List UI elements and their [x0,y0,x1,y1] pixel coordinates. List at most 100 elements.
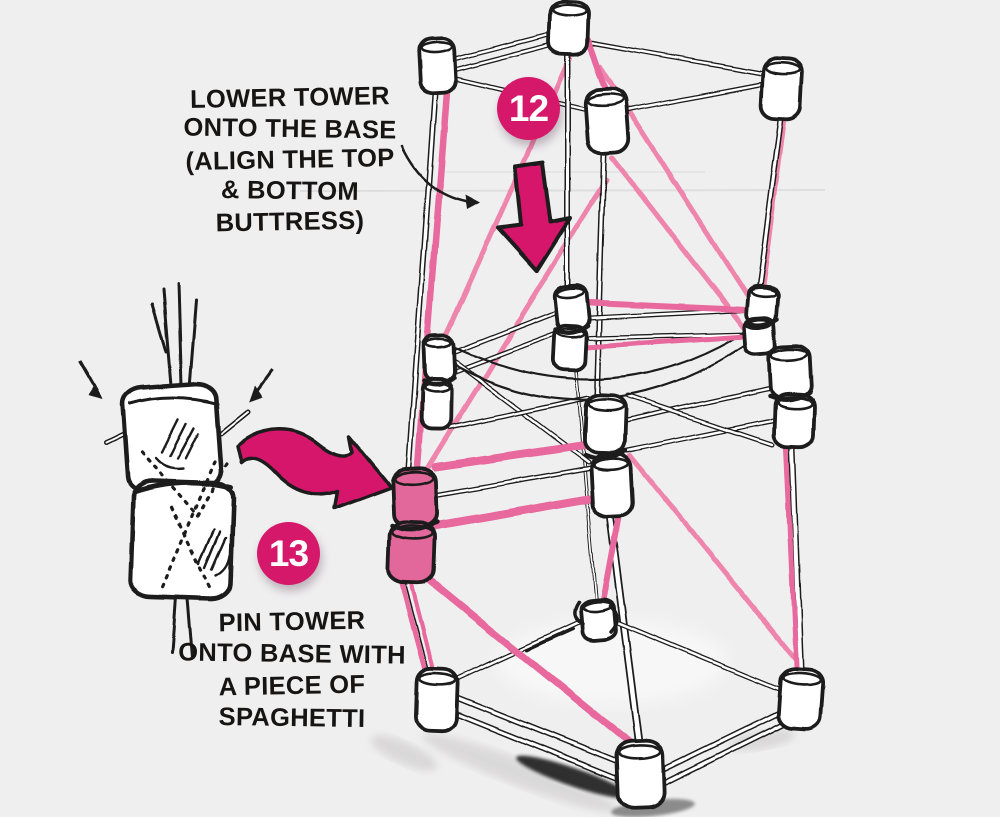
marshmallow-rim [393,471,436,487]
curved-right-arrow-icon [236,427,393,510]
marshmallow [582,392,628,456]
marshmallow [583,86,631,156]
small-black-arrow-icon [249,369,274,402]
marshmallow [589,451,635,519]
spaghetti-stick-core [450,42,558,73]
marshmallow [759,56,805,122]
label-line: ONTO THE BASE [183,113,397,145]
spaghetti-stick-core [661,710,784,772]
pinned-marshmallow [390,466,440,530]
marshmallow [547,0,591,57]
marshmallow [767,343,813,401]
spaghetti-stick-core [575,369,597,601]
spaghetti-arc [454,329,749,381]
marshmallow-rim [770,347,808,362]
marshmallow-rim [586,397,625,412]
spaghetti-stick-core [407,91,437,470]
step-13-badge: 13 [257,522,320,585]
step-12-badge: 12 [497,77,560,140]
step-12-label: LOWER TOWER ONTO THE BASE (ALIGN THE TOP… [148,82,432,238]
marshmallow [416,36,458,96]
spaghetti-stick-core [624,82,765,112]
label-line: PIN TOWER [218,606,366,638]
foot-shadow [516,755,630,799]
spaghetti-stick [170,595,178,654]
arrows [78,144,573,510]
pink-spaghetti [432,440,596,471]
label-line: LOWER TOWER [189,82,391,114]
table-edge-lines [299,171,826,192]
label-line: ONTO BASE WITH [178,638,406,670]
pink-spaghetti [759,119,787,293]
pink-spaghetti [416,568,638,750]
pink-spaghetti [399,577,429,673]
pink-spaghetti-thick [399,37,799,750]
spaghetti-stick-core [588,332,750,340]
spaghetti-stick-core [448,396,590,430]
marshmallow [419,378,455,432]
spaghetti-stick-core [626,394,774,446]
spaghetti-stick [150,302,168,354]
spaghetti-stick [187,298,198,390]
spaghetti-stick-core [450,32,556,62]
small-black-arrow-icon [78,359,103,400]
spaghetti-stick [525,627,575,652]
step-13-label: PIN TOWER ONTO BASE WITH A PIECE OF SPAG… [158,606,426,734]
spaghetti-stick-core [790,444,802,670]
spaghetti-stick-core [454,695,620,764]
spaghetti-stick [176,282,183,388]
pink-spaghetti [585,37,611,98]
marshmallow [775,666,825,732]
spaghetti-stick-core [624,386,774,422]
spaghetti-stick-core [613,620,782,692]
marshmallow [552,283,592,333]
marshmallow-rim [551,3,588,18]
spaghetti-stick-core [595,151,606,396]
spaghetti-stick-core [625,418,776,452]
pink-spaghetti [430,494,598,530]
marshmallow-rim [617,745,662,761]
marshmallow-rim [781,671,822,687]
spaghetti-stick [161,288,173,388]
hand-drawn-structure [78,0,825,811]
marshmallow-rim [764,61,802,76]
marshmallow [578,597,618,643]
spaghetti-stick-core [221,411,249,434]
marshmallow-rim [418,672,457,687]
spaghetti-stick-core [757,117,783,290]
marshmallow-rim [555,287,586,300]
marshmallow [421,333,457,385]
back-foot-hook [572,600,584,626]
marshmallow [414,666,460,734]
label-line: & BOTTOM [220,176,360,206]
pink-spaghetti [598,505,623,613]
down-arrow-icon [496,160,573,273]
spaghetti-stick-core [663,720,790,785]
marshmallow [771,391,817,449]
spaghetti-stick-core [583,40,766,76]
spaghetti-stick-core [453,310,560,354]
marshmallow-rim [419,41,453,55]
pink-spaghetti [410,580,436,670]
sketch-details [128,316,813,634]
pink-spaghetti [583,333,749,350]
marshmallow [614,739,666,811]
dotted-pin-lines [140,450,230,592]
marshmallow-rim [424,338,453,350]
spaghetti-stick-core [607,514,642,747]
pinned-stack-seam [389,519,441,533]
spaghetti-stick [185,597,194,659]
pink-spaghetti [783,445,799,669]
marshmallow-rim [749,287,777,299]
marshmallow [744,284,780,326]
label-line: BUTTRESS) [215,206,365,238]
label-line: SPAGHETTI [218,702,366,734]
label-line: (ALIGN THE TOP [185,143,395,177]
pink-spaghetti [627,452,798,661]
spaghetti-stick-core [435,466,592,497]
spaghetti-stick-core [453,330,562,374]
thin-curved-arrow-icon [400,144,480,209]
spaghetti-stick-core [450,710,618,780]
